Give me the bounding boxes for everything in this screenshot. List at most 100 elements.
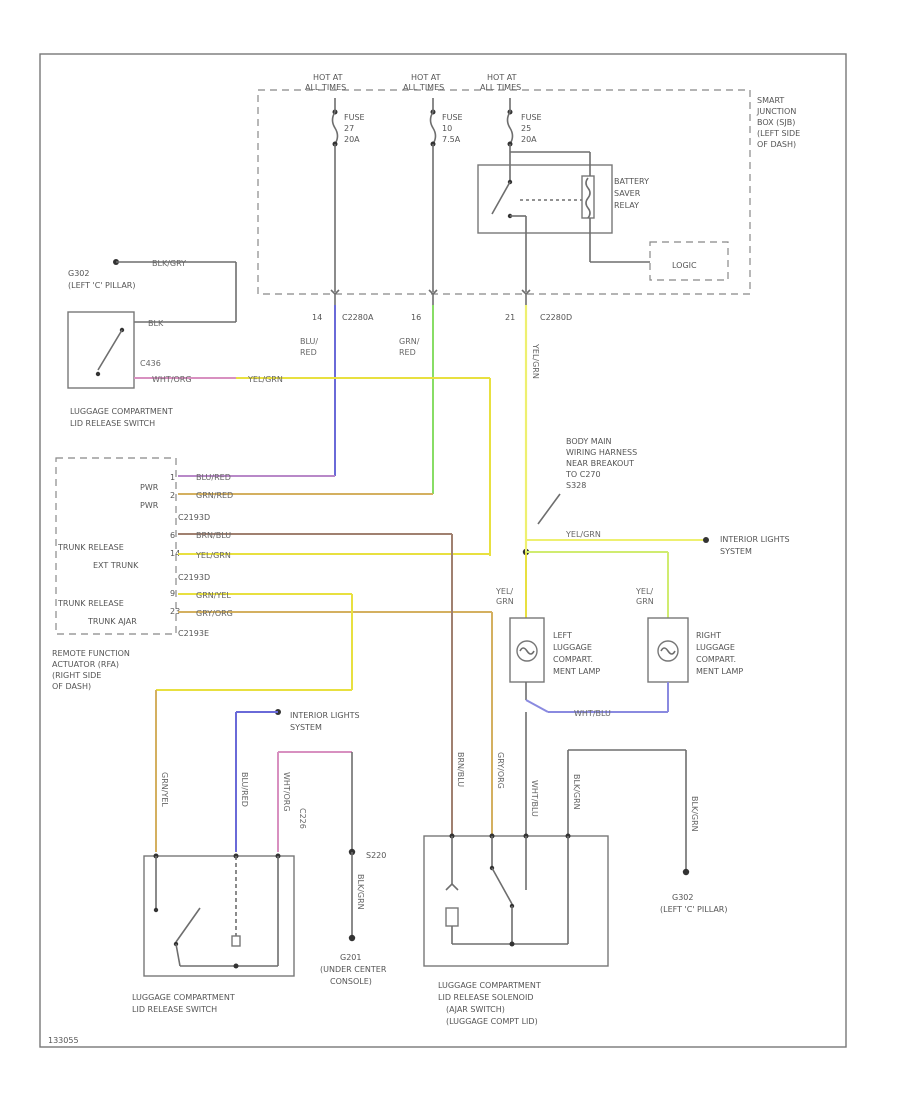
svg-text:COMPART.: COMPART. (696, 655, 736, 664)
svg-text:RED: RED (399, 348, 416, 357)
svg-text:6: 6 (170, 531, 175, 540)
g201-label: G201 (UNDER CENTER CONSOLE) (320, 953, 387, 986)
svg-text:TRUNK RELEASE: TRUNK RELEASE (57, 543, 124, 552)
svg-text:BLK/GRN: BLK/GRN (356, 874, 365, 910)
switch-bottom-diode (231, 935, 241, 947)
svg-text:LID RELEASE SWITCH: LID RELEASE SWITCH (132, 1005, 217, 1014)
svg-text:TO C270: TO C270 (565, 470, 601, 479)
svg-text:25: 25 (521, 124, 531, 133)
ajar-switch-contact (491, 867, 513, 905)
svg-text:ALL TIMES: ALL TIMES (403, 83, 444, 92)
svg-text:2: 2 (170, 491, 175, 500)
svg-text:FUSE: FUSE (521, 113, 542, 122)
svg-text:BLU/RED: BLU/RED (240, 772, 249, 807)
interior-lights-mid-label: INTERIOR LIGHTS SYSTEM (290, 711, 360, 732)
hot-label-3: HOT AT ALL TIMES (480, 73, 521, 92)
svg-text:14: 14 (170, 549, 180, 558)
svg-text:27: 27 (344, 124, 354, 133)
svg-text:CONSOLE): CONSOLE) (330, 977, 372, 986)
svg-text:GRN: GRN (636, 597, 654, 606)
svg-text:BLK/GRN: BLK/GRN (690, 796, 699, 832)
svg-text:ALL TIMES: ALL TIMES (480, 83, 521, 92)
svg-text:LEFT: LEFT (553, 631, 572, 640)
svg-text:HOT AT: HOT AT (487, 73, 517, 82)
svg-text:OF DASH): OF DASH) (757, 140, 796, 149)
svg-text:GRY/ORG: GRY/ORG (496, 752, 505, 789)
svg-text:WHT/ORG: WHT/ORG (282, 772, 291, 812)
svg-text:BLK/GRY: BLK/GRY (152, 259, 186, 268)
svg-text:FUSE: FUSE (344, 113, 365, 122)
svg-text:WHT/BLU: WHT/BLU (530, 780, 539, 817)
svg-text:RIGHT: RIGHT (696, 631, 721, 640)
svg-text:(LUGGAGE COMPT LID): (LUGGAGE COMPT LID) (446, 1017, 538, 1026)
svg-text:SYSTEM: SYSTEM (290, 723, 322, 732)
svg-text:GRN/YEL: GRN/YEL (196, 591, 231, 600)
svg-text:ALL TIMES: ALL TIMES (305, 83, 346, 92)
svg-text:SMART: SMART (757, 96, 784, 105)
svg-text:COMPART.: COMPART. (553, 655, 593, 664)
svg-text:LID RELEASE SWITCH: LID RELEASE SWITCH (70, 419, 155, 428)
svg-text:C2280D: C2280D (540, 313, 572, 322)
sjb-pins: 14 16 21 C2280A C2280D (312, 289, 572, 322)
svg-text:HOT AT: HOT AT (313, 73, 343, 82)
left-lamp-housing (509, 617, 545, 683)
svg-text:LUGGAGE: LUGGAGE (696, 643, 735, 652)
label-c226: C226 (298, 808, 307, 829)
svg-text:7.5A: 7.5A (442, 135, 461, 144)
label-blu-red: BLU/ (300, 337, 318, 346)
svg-text:LUGGAGE COMPARTMENT: LUGGAGE COMPARTMENT (70, 407, 173, 416)
svg-text:OF DASH): OF DASH) (52, 682, 91, 691)
svg-text:(LEFT 'C' PILLAR): (LEFT 'C' PILLAR) (660, 905, 727, 914)
svg-text:(LEFT 'C' PILLAR): (LEFT 'C' PILLAR) (68, 281, 135, 290)
switch-bottom-contact (175, 907, 201, 943)
svg-text:1: 1 (170, 473, 175, 482)
svg-text:BLK/GRN: BLK/GRN (572, 774, 581, 810)
svg-text:20A: 20A (521, 135, 537, 144)
label-c436: C436 (140, 359, 161, 368)
rfa-title: REMOTE FUNCTION ACTUATOR (RFA) (RIGHT SI… (52, 649, 130, 691)
svg-text:(RIGHT SIDE: (RIGHT SIDE (52, 671, 101, 680)
relay-coil (581, 175, 595, 219)
fuse-25: FUSE 25 20A (506, 109, 542, 147)
svg-text:BLU/RED: BLU/RED (196, 473, 231, 482)
svg-text:G302: G302 (672, 893, 693, 902)
hot-label-1: HOT AT ALL TIMES (305, 73, 346, 92)
svg-text:MENT LAMP: MENT LAMP (553, 667, 600, 676)
lamp-left-wire-label: YEL/ GRN (495, 587, 514, 606)
fuse-27: FUSE 27 20A (331, 109, 365, 147)
svg-text:ACTUATOR (RFA): ACTUATOR (RFA) (52, 660, 119, 669)
svg-text:BLK: BLK (148, 319, 164, 328)
svg-text:INTERIOR LIGHTS: INTERIOR LIGHTS (720, 535, 790, 544)
svg-text:INTERIOR LIGHTS: INTERIOR LIGHTS (290, 711, 360, 720)
solenoid-label: LUGGAGE COMPARTMENT LID RELEASE SOLENOID… (438, 981, 541, 1026)
svg-text:LID RELEASE SOLENOID: LID RELEASE SOLENOID (438, 993, 533, 1002)
sjb-box (257, 89, 751, 295)
svg-text:GRY/ORG: GRY/ORG (196, 609, 233, 618)
svg-text:NEAR BREAKOUT: NEAR BREAKOUT (566, 459, 634, 468)
svg-text:YEL/GRN: YEL/GRN (247, 375, 283, 384)
svg-text:YEL/: YEL/ (495, 587, 513, 596)
diagram-id: 133055 (48, 1036, 79, 1045)
right-lamp-label: RIGHT LUGGAGE COMPART. MENT LAMP (696, 631, 743, 676)
svg-text:LUGGAGE COMPARTMENT: LUGGAGE COMPARTMENT (132, 993, 235, 1002)
label-s220: S220 (366, 851, 386, 860)
logic-label: LOGIC (672, 261, 697, 270)
svg-text:EXT TRUNK: EXT TRUNK (93, 561, 139, 570)
lid-release-switch-top (67, 311, 135, 389)
svg-text:GRN/YEL: GRN/YEL (160, 772, 169, 807)
svg-text:23: 23 (170, 607, 180, 616)
svg-text:G302: G302 (68, 269, 89, 278)
lamp-right-wire-label: YEL/ GRN (635, 587, 654, 606)
left-lamp-bulb (516, 640, 538, 662)
svg-text:C2193E: C2193E (178, 629, 209, 638)
svg-text:RELAY: RELAY (614, 201, 639, 210)
svg-text:WIRING HARNESS: WIRING HARNESS (566, 448, 637, 457)
diagram-frame (39, 53, 847, 1048)
left-lamp-label: LEFT LUGGAGE COMPART. MENT LAMP (553, 631, 600, 676)
svg-text:9: 9 (170, 589, 175, 598)
interior-lights-arrow-right (703, 537, 709, 543)
logic-box (649, 241, 729, 281)
svg-text:20A: 20A (344, 135, 360, 144)
svg-text:SYSTEM: SYSTEM (720, 547, 752, 556)
